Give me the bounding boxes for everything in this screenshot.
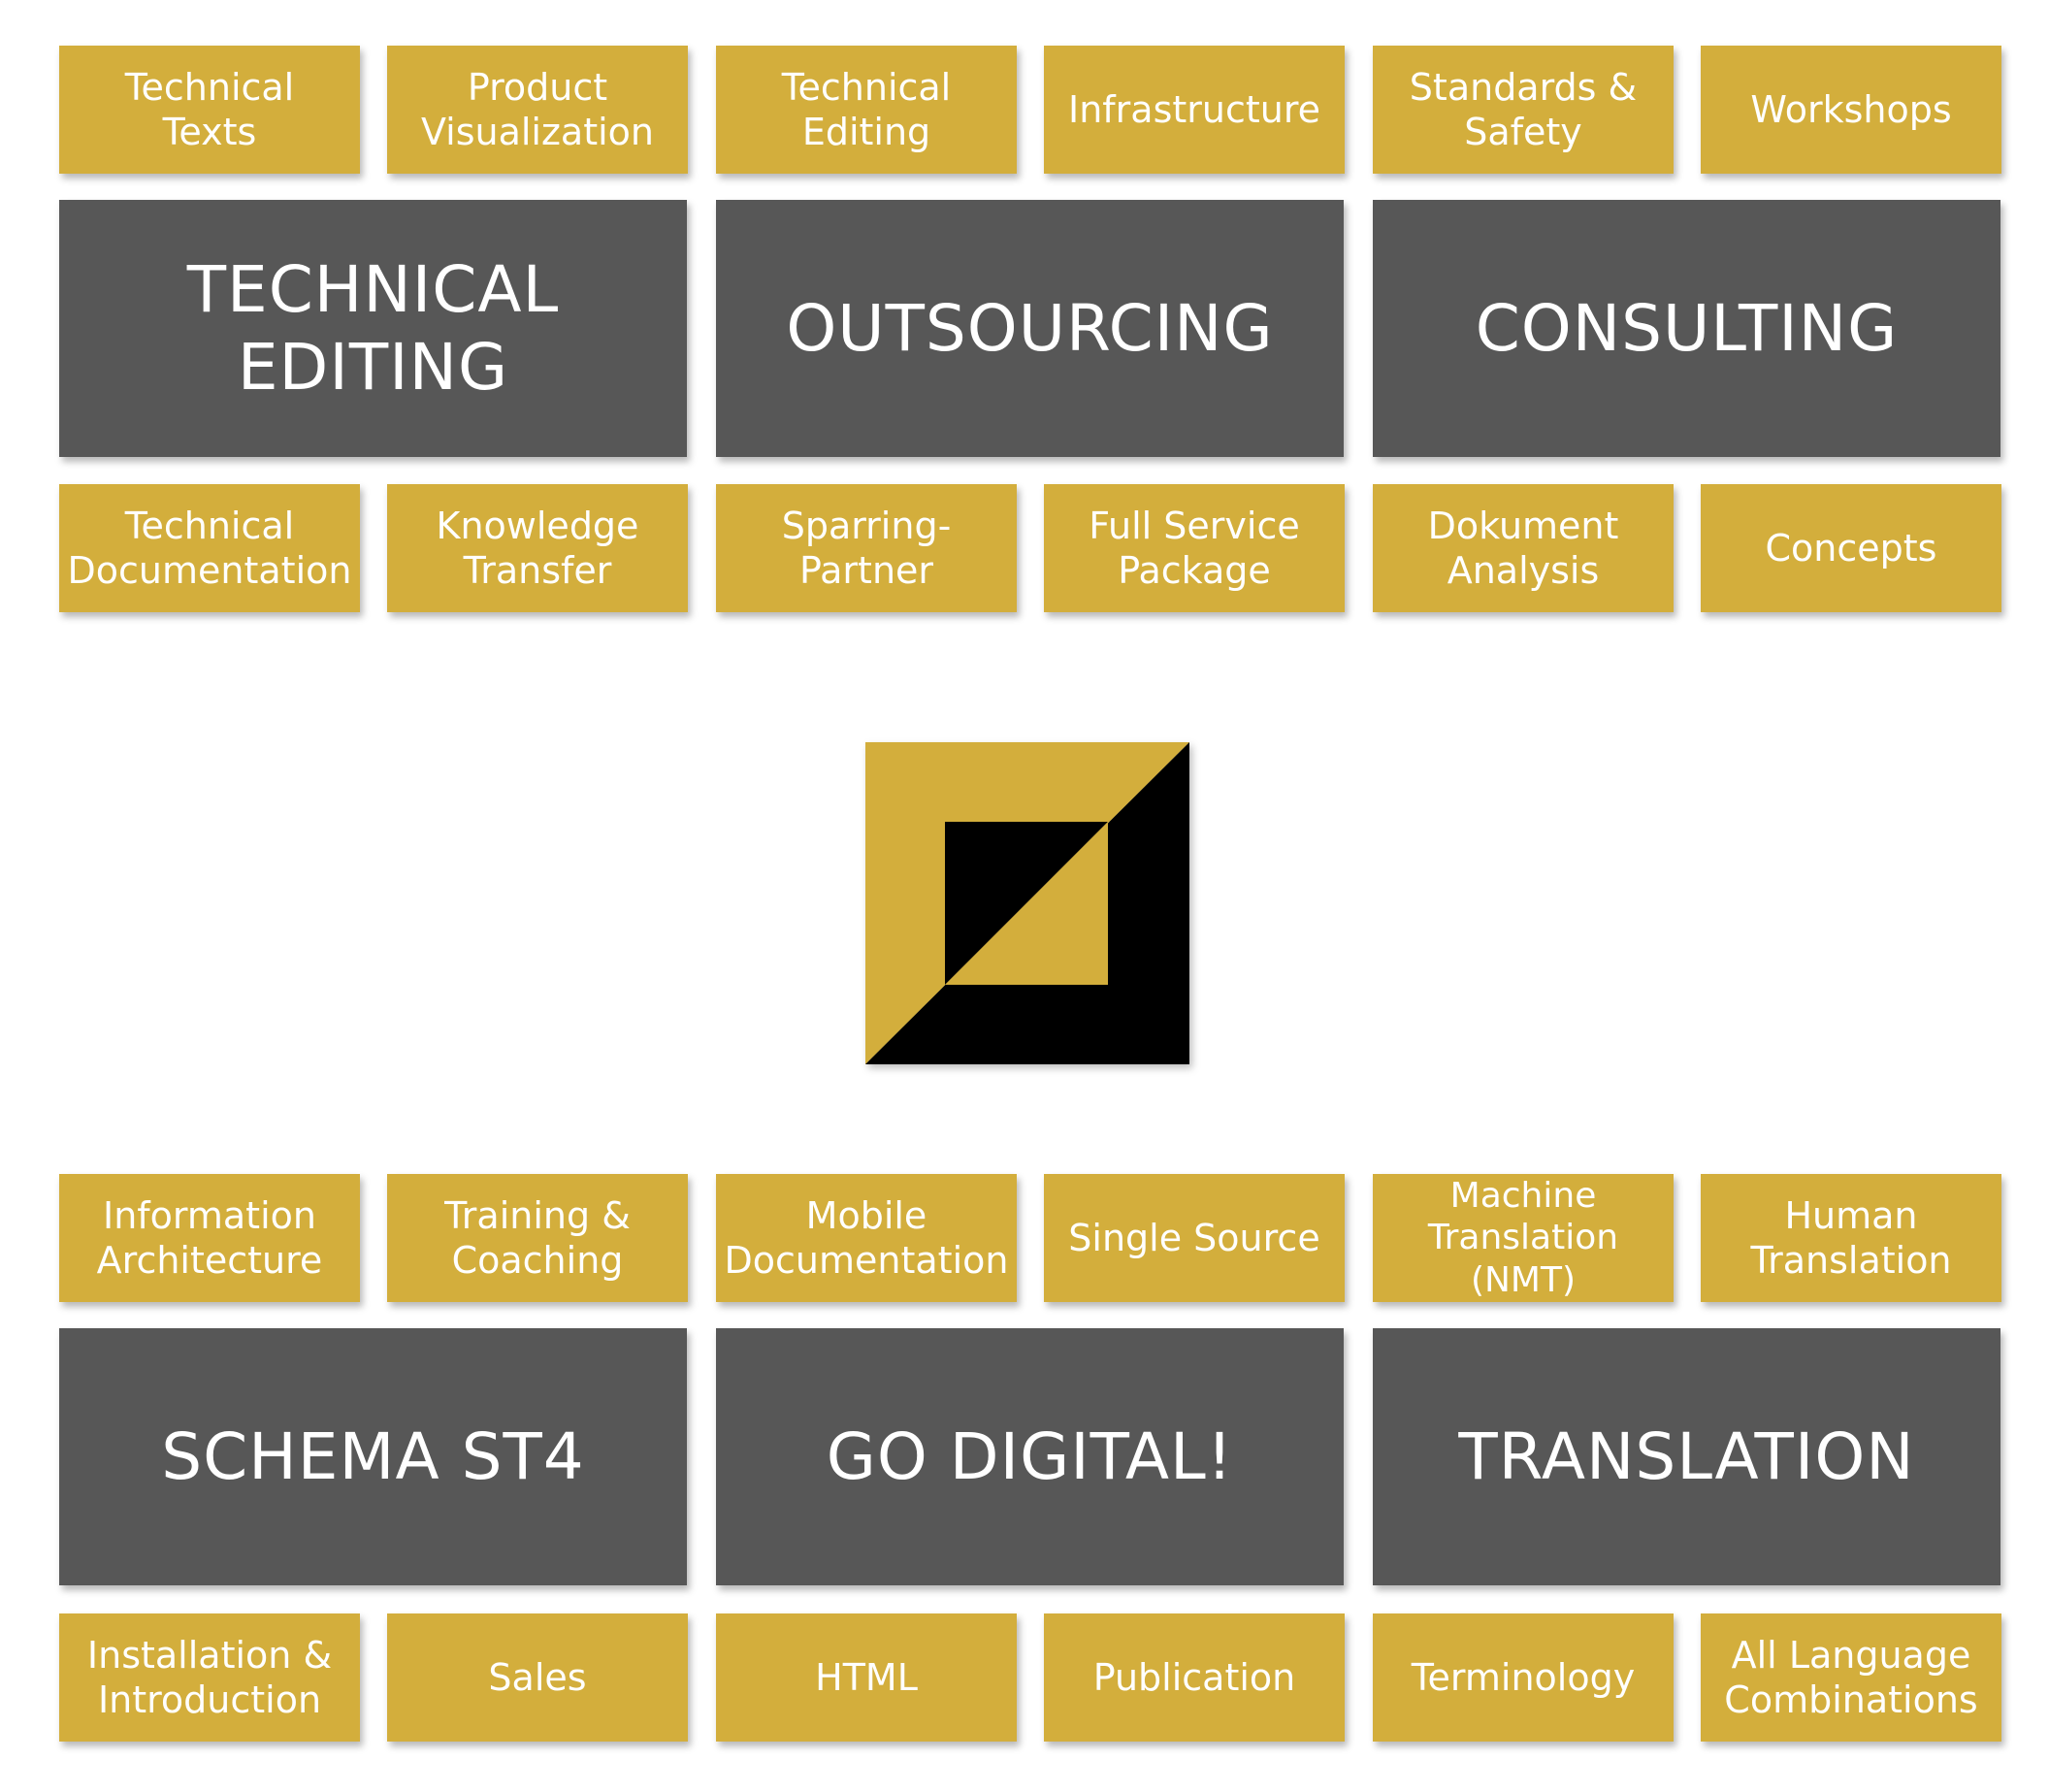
category-tile-consulting[interactable]: CONSULTING: [1373, 200, 2000, 457]
service-tile-human-translation[interactable]: Human Translation: [1701, 1174, 2001, 1302]
service-tile-workshops[interactable]: Workshops: [1701, 46, 2001, 174]
service-tile-technical-texts[interactable]: Technical Texts: [59, 46, 360, 174]
category-tile-go-digital[interactable]: GO DIGITAL!: [716, 1328, 1344, 1585]
service-tile-technical-editing[interactable]: Technical Editing: [716, 46, 1017, 174]
service-tile-knowledge-transfer[interactable]: Knowledge Transfer: [387, 484, 688, 612]
service-tile-installation-introduction[interactable]: Installation & Introduction: [59, 1613, 360, 1742]
service-tile-full-service-package[interactable]: Full Service Package: [1044, 484, 1345, 612]
service-tile-information-architecture[interactable]: Information Architecture: [59, 1174, 360, 1302]
category-tile-technical-editing[interactable]: TECHNICAL EDITING: [59, 200, 687, 457]
service-tile-infrastructure[interactable]: Infrastructure: [1044, 46, 1345, 174]
service-tile-publication[interactable]: Publication: [1044, 1613, 1345, 1742]
service-tile-product-visualization[interactable]: Product Visualization: [387, 46, 688, 174]
service-tile-machine-translation[interactable]: Machine Translation (NMT): [1373, 1174, 1674, 1302]
service-tile-sales[interactable]: Sales: [387, 1613, 688, 1742]
service-tile-terminology[interactable]: Terminology: [1373, 1613, 1674, 1742]
company-logo-icon: [865, 742, 1189, 1064]
category-tile-translation[interactable]: TRANSLATION: [1373, 1328, 2000, 1585]
service-tile-single-source[interactable]: Single Source: [1044, 1174, 1345, 1302]
service-tile-dokument-analysis[interactable]: Dokument Analysis: [1373, 484, 1674, 612]
service-tile-all-language-combinations[interactable]: All Language Combinations: [1701, 1613, 2001, 1742]
service-tile-mobile-documentation[interactable]: Mobile Documentation: [716, 1174, 1017, 1302]
service-tile-sparring-partner[interactable]: Sparring- Partner: [716, 484, 1017, 612]
service-tile-concepts[interactable]: Concepts: [1701, 484, 2001, 612]
service-tile-html[interactable]: HTML: [716, 1613, 1017, 1742]
category-tile-outsourcing[interactable]: OUTSOURCING: [716, 200, 1344, 457]
category-tile-schema-st4[interactable]: SCHEMA ST4: [59, 1328, 687, 1585]
service-tile-technical-documentation[interactable]: Technical Documentation: [59, 484, 360, 612]
service-tile-standards-safety[interactable]: Standards & Safety: [1373, 46, 1674, 174]
service-tile-training-coaching[interactable]: Training & Coaching: [387, 1174, 688, 1302]
